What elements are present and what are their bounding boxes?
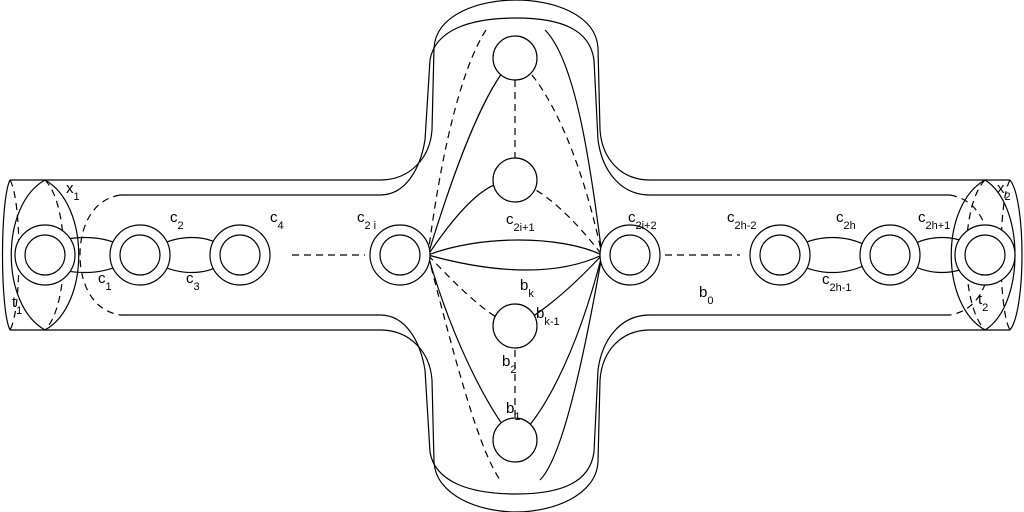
- curve-c2h-1: [799, 236, 866, 246]
- curve-t1: [10, 179, 46, 331]
- label-t2: t2: [978, 291, 988, 314]
- label-c2h2: c2h-2: [727, 209, 757, 232]
- label-c2: c2: [170, 209, 184, 232]
- label-c2i1: c2i+1: [506, 211, 535, 234]
- label-b1: b1: [506, 400, 520, 423]
- curve-c2h-1-lower: [799, 264, 866, 274]
- label-x1: x1: [66, 180, 80, 203]
- label-c3: c3: [186, 270, 200, 293]
- label-bk1: bk-1: [536, 305, 560, 328]
- curve-x1: [44, 179, 80, 331]
- label-c2i2: c2i+2: [628, 209, 657, 232]
- label-x2: x2: [997, 180, 1011, 203]
- label-c2h1: c2h-1: [822, 271, 852, 294]
- left-tube-end: [1, 179, 11, 331]
- label-c4: c4: [270, 209, 284, 232]
- curve-c3: [159, 236, 221, 246]
- label-t1: t1: [12, 294, 22, 317]
- curve-x2: [950, 179, 986, 331]
- label-bk: bk: [520, 277, 534, 300]
- label-c2i: c2 i: [357, 209, 376, 232]
- holes: [14, 35, 1016, 463]
- label-b2: b2: [502, 353, 516, 376]
- label-b0: b0: [699, 284, 713, 307]
- label-c2hp1: c2h+1: [918, 209, 950, 232]
- labels: x1 t1 c1 c2 c3 c4 c2 i c2i+1 c2i+2 c2h-2…: [12, 180, 1011, 423]
- label-c2h: c2h: [836, 209, 856, 232]
- surface-outline: [10, 0, 1010, 512]
- right-tube-end: [1009, 179, 1023, 331]
- curve-b0: [120, 17, 950, 495]
- label-c1: c1: [98, 270, 112, 293]
